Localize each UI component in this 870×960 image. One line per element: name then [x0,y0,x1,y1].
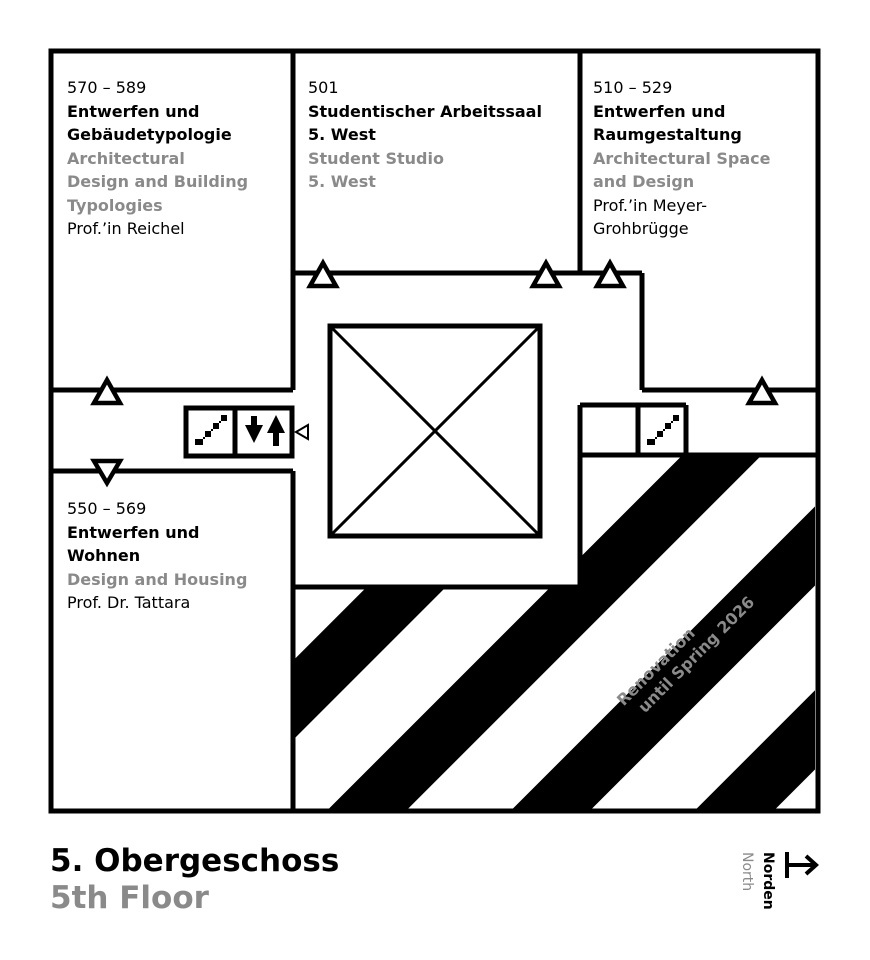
room-name-en: Architectural Space [593,148,771,168]
entrance-triangle-icon [745,375,779,406]
room-name-de: Entwerfen und [67,522,200,542]
room-name-en: and Design [593,172,695,191]
room-professor: Prof.’in Meyer- [593,195,707,215]
entrance-triangle-icon [90,375,124,406]
room-name-en: Design and Housing [67,569,248,589]
room-510-529: 510 – 529 Entwerfen und Raumgestaltung A… [593,76,771,241]
floor-title-de: 5. Obergeschoss [50,843,340,879]
entrance-triangle-icon [529,258,563,289]
room-number: 550 – 569 [67,499,147,518]
room-name-de: Entwerfen und [67,101,200,121]
room-professor: Prof.’in Reichel [67,219,185,238]
room-professor: Prof. Dr. Tattara [67,593,191,612]
stairs-icon [195,415,227,445]
room-name-en: Design and Building [67,172,249,191]
room-name-de: Gebäudetypologie [67,125,232,144]
elevator-direction-icon [294,423,309,441]
stairs-icon-right [647,415,679,445]
north-label-en: North [739,852,755,892]
room-501: 501 Studentischer Arbeitssaal 5. West St… [308,76,542,194]
entrance-triangle-icon [593,258,627,289]
room-name-de: Studentischer Arbeitssaal [308,101,542,121]
renovation-zone [293,455,815,810]
stairs-elevator-block [183,405,295,459]
room-550-569: 550 – 569 Entwerfen und Wohnen Design an… [67,497,247,615]
floor-title-en: 5th Floor [50,880,209,916]
north-label-de: Norden [760,852,776,910]
room-570-589: 570 – 589 Entwerfen und Gebäudetypologie… [67,76,248,241]
building-outline [48,48,821,814]
room-number: 510 – 529 [593,78,673,97]
room-professor: Grohbrügge [593,219,689,238]
room-name-en: 5. West [308,172,376,191]
room-name-en: Architectural [67,148,185,168]
floor-title: 5. Obergeschoss 5th Floor [50,843,339,917]
entrance-triangle-icon [90,458,124,488]
room-name-de: Entwerfen und [593,101,726,121]
elevator-icon [245,415,285,446]
room-name-de: Wohnen [67,546,141,565]
north-arrow-icon [785,852,819,878]
room-name-de: 5. West [308,125,376,144]
room-number: 570 – 589 [67,78,147,97]
room-name-de: Raumgestaltung [593,125,742,144]
room-name-en: Student Studio [308,148,444,168]
room-name-en: Typologies [67,195,163,215]
room-number: 501 [308,78,339,97]
void-cross-icon [327,323,543,539]
entrance-triangle-icon [306,258,340,289]
